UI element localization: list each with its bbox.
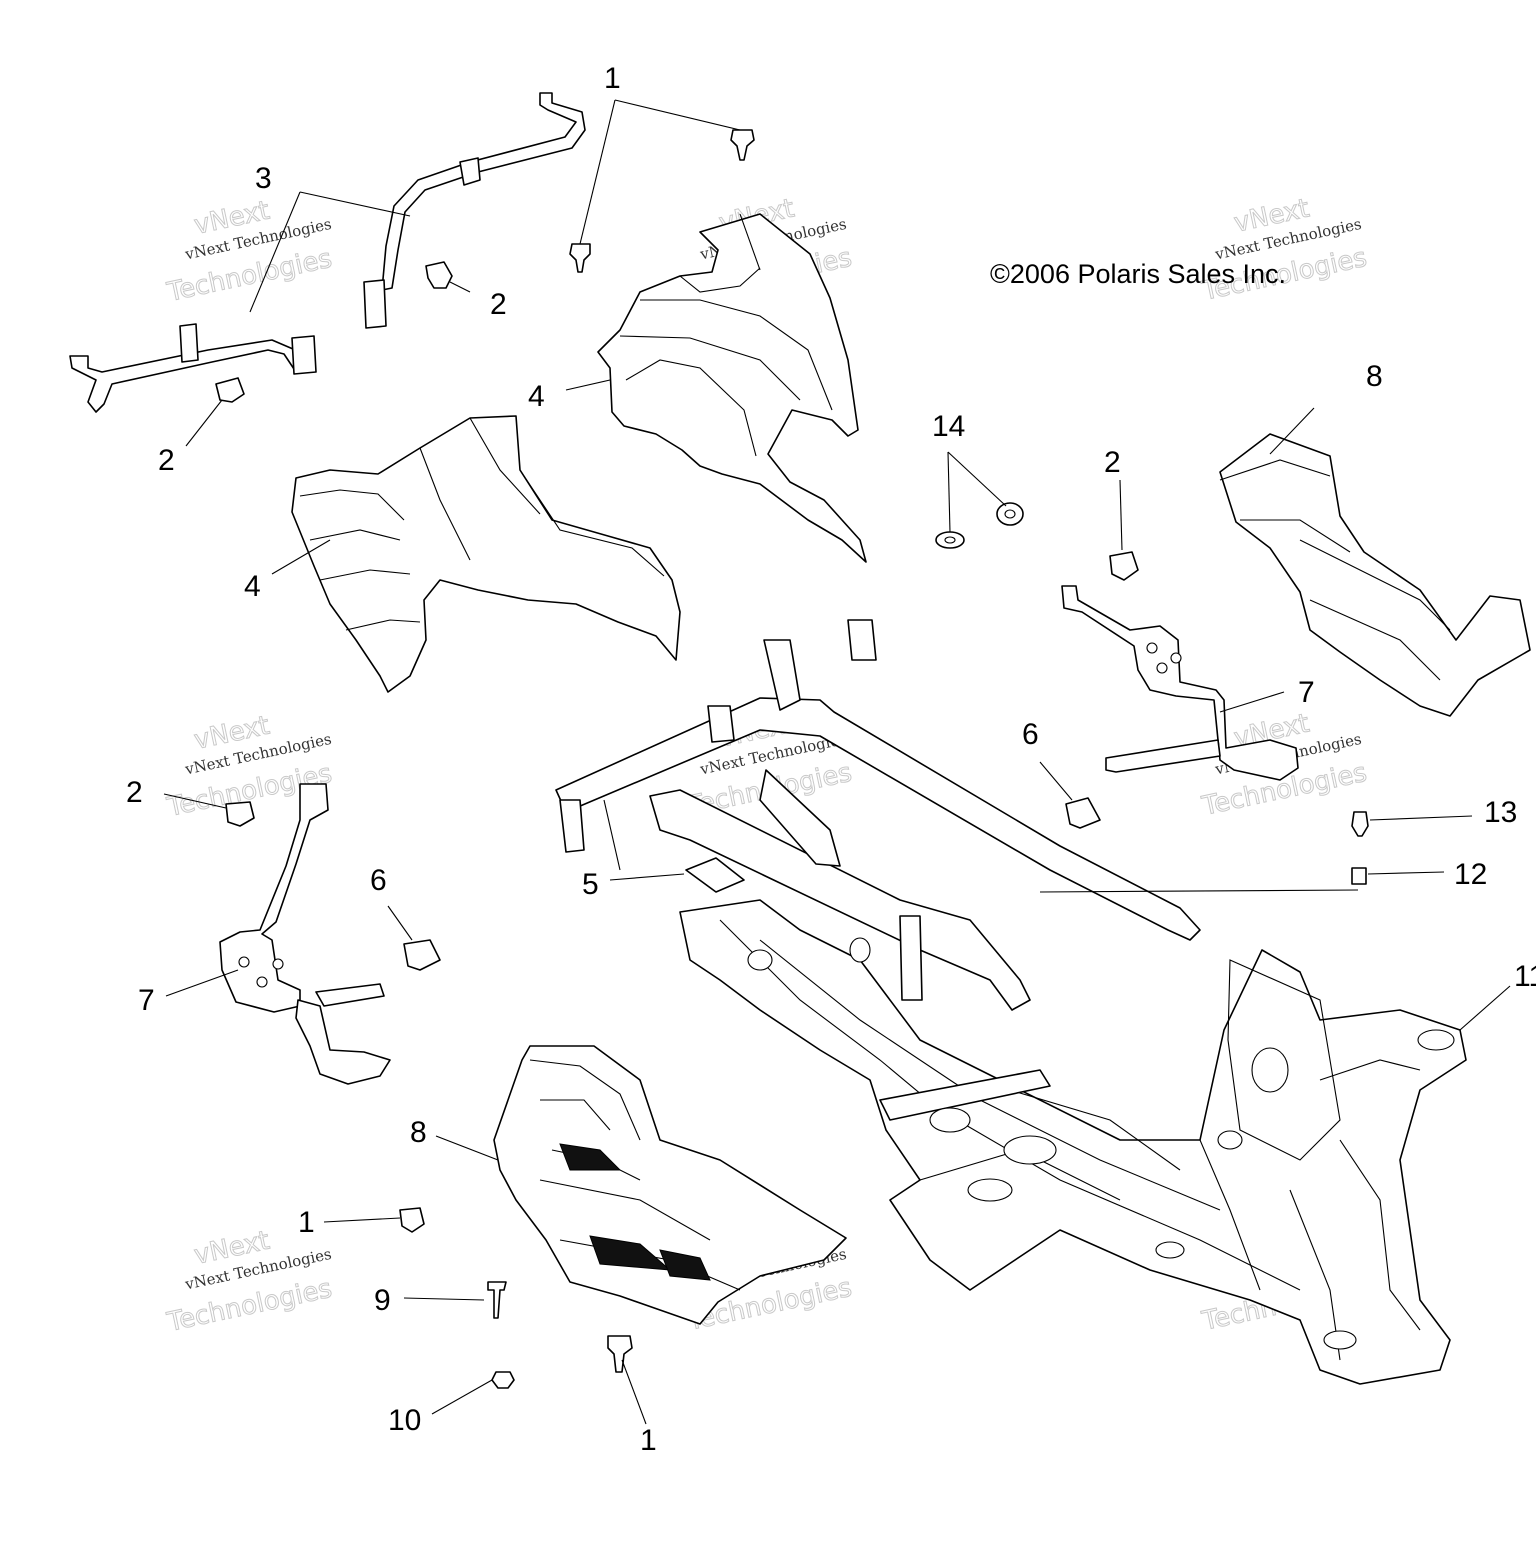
copyright-notice: ©2006 Polaris Sales Inc. [990,259,1286,289]
push-rivet-part-1-top [569,129,755,273]
callout-1-top: 1 [604,62,621,95]
main-frame [555,619,1467,1385]
callout-7-left: 7 [138,984,155,1017]
step-bracket-part-7-right [1061,585,1299,781]
callout-1-bottom: 1 [640,1424,657,1457]
callout-2-right: 2 [1104,446,1121,479]
bushing-part-6-left [403,939,441,971]
callout-14: 14 [932,410,965,443]
pin-part-9 [487,1281,507,1319]
bushing-part-6-right [1065,797,1101,829]
footwell-part-8-right [1219,433,1531,717]
callout-1-left: 1 [298,1206,315,1239]
leader-lines [163,99,1511,1425]
callout-6-right: 6 [1022,718,1039,751]
callout-labels: 1 3 2 2 4 4 14 2 8 7 6 13 12 5 11 2 6 7 … [126,62,1536,1457]
callout-2-mid: 2 [126,776,143,809]
callout-8-right: 8 [1366,360,1383,393]
clip-part-2-top [425,261,453,289]
callout-9: 9 [374,1284,391,1317]
callout-11: 11 [1514,960,1536,993]
callout-10: 10 [388,1404,421,1437]
fastener-part-13 [1351,811,1369,837]
clip-part-2-left [215,377,245,403]
callout-5: 5 [582,868,599,901]
fender-part-4-lower [291,415,681,693]
callout-8-left: 8 [410,1116,427,1149]
callout-7-right: 7 [1298,676,1315,709]
callout-12: 12 [1454,858,1487,891]
clip-part-2-right [1109,551,1139,581]
decal-part-5 [685,857,745,893]
nut-part-10 [491,1371,515,1389]
callout-2-top: 2 [490,288,507,321]
callout-6-left: 6 [370,864,387,897]
brace-bracket-part-3 [69,92,586,413]
clip-part-2-mid [225,801,255,827]
push-rivet-part-1-left [399,1207,425,1233]
grommet-part-14 [935,502,1024,549]
callout-4-lower: 4 [244,570,261,603]
footwell-part-8-left [493,1045,847,1325]
callout-13: 13 [1484,796,1517,829]
watermark-top-left: vNext vNext Technologies Technologies [164,195,336,308]
callout-4-upper: 4 [528,380,545,413]
step-bracket-part-7-left [219,783,391,1085]
callout-3: 3 [255,162,272,195]
callout-2-left: 2 [158,444,175,477]
cap-part-12 [1351,867,1367,885]
fender-part-4-upper [597,213,867,563]
push-rivet-part-1-bottom [607,1335,633,1373]
